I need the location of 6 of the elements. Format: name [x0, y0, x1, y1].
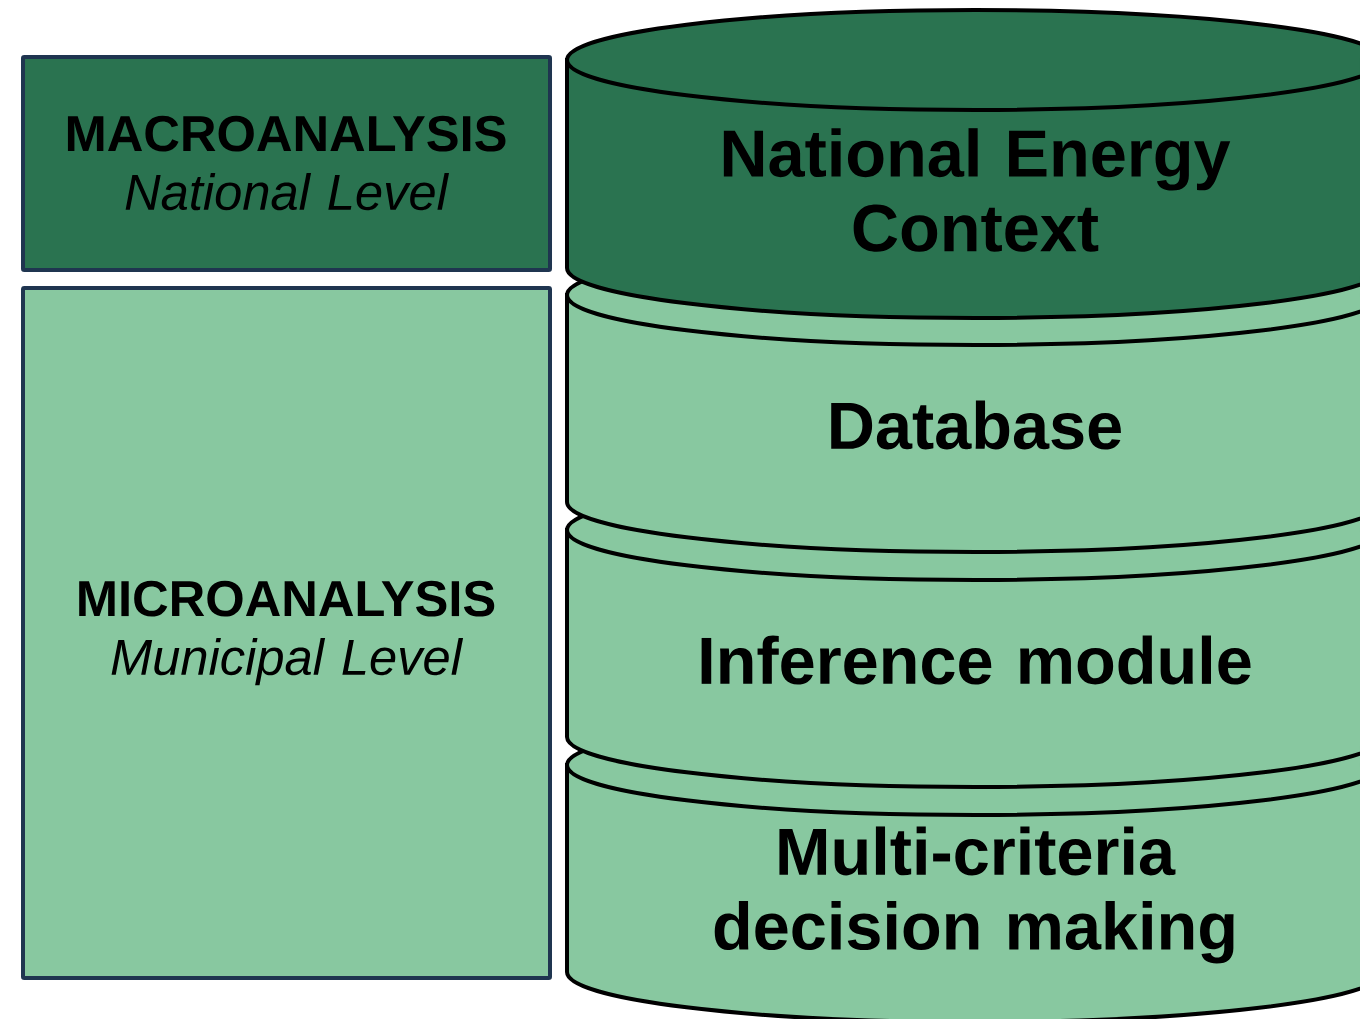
node-label: Multi-criteria decision making [714, 826, 1234, 964]
node-label: Inference module [701, 635, 1251, 685]
node-label: Database [831, 400, 1121, 450]
analysis-box: MICROANALYSIS Municipal Level [21, 286, 552, 980]
cylinder-segment: National Energy Context [565, 8, 1360, 320]
analysis-box: MACROANALYSIS National Level [21, 55, 552, 272]
